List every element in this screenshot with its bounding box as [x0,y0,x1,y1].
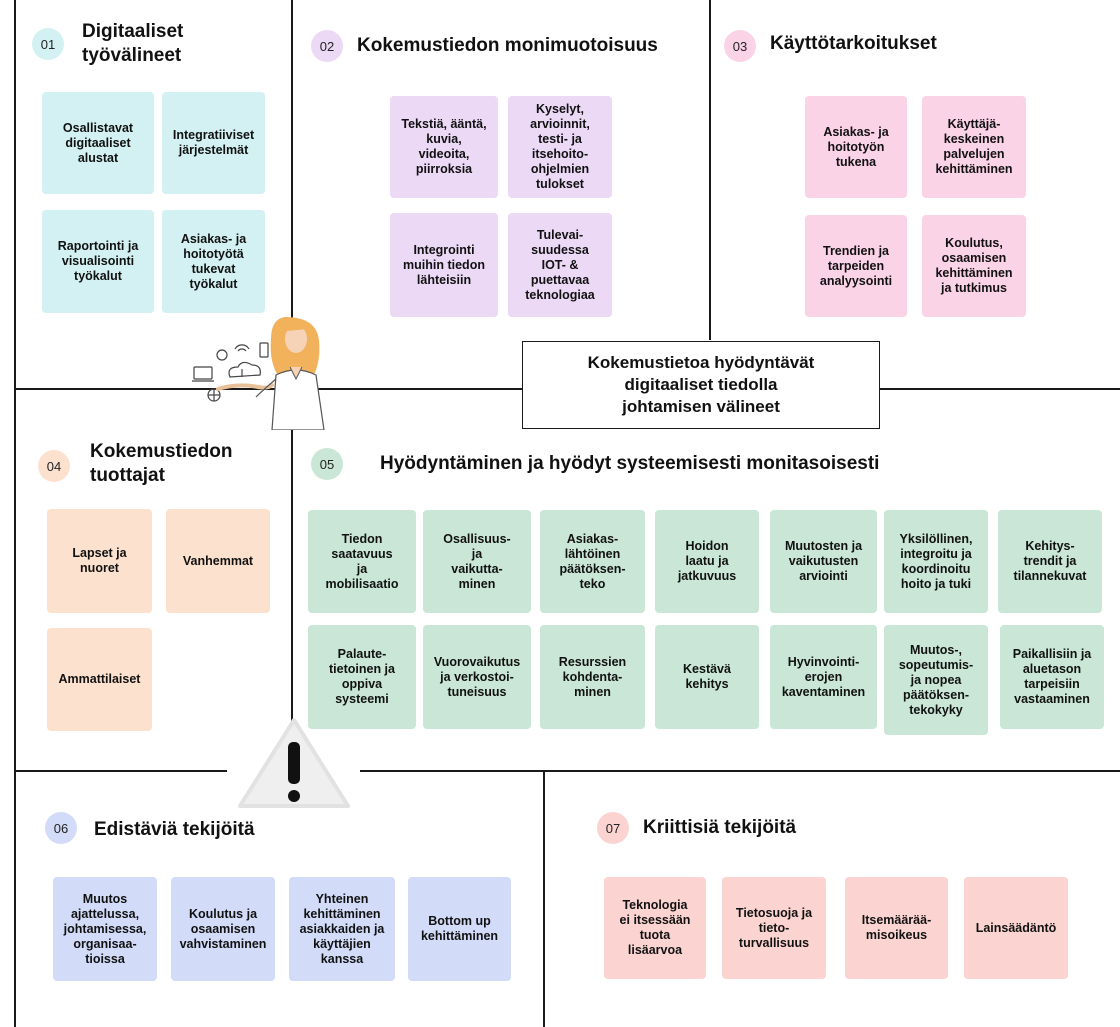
section-04-title: Kokemustiedon tuottajat [90,441,233,486]
section-02-card: Tekstiä, ääntä, kuvia, videoita, piirrok… [390,96,498,198]
section-03-card: Asiakas- ja hoitotyön tukena [805,96,907,198]
section-06-card: Bottom up kehittäminen [408,877,511,981]
section-02-title: Kokemustiedon monimuotoisuus [357,35,658,56]
section-03-card: Käyttäjä- keskeinen palvelujen kehittämi… [922,96,1026,198]
divider-h-bottom-left [15,770,227,772]
section-07-title: Kriittisiä tekijöitä [643,817,797,838]
divider-v-left-edge [14,0,16,1027]
section-01-badge: 01 [32,28,64,60]
section-05-card: Yksilöllinen, integroitu ja koordinoitu … [884,510,988,613]
section-01-card: Asiakas- ja hoitotyötä tukevat työkalut [162,210,265,313]
divider-v-bottom [543,770,545,1027]
section-05-card: Hyvinvointi- erojen kaventaminen [770,625,877,729]
section-05-card: Kestävä kehitys [655,625,759,729]
section-07-card: Tietosuoja ja tieto- turvallisuus [722,877,826,979]
center-callout-title: Kokemustietoa hyödyntävät digitaaliset t… [522,341,880,429]
section-07-card: Lainsäädäntö [964,877,1068,979]
section-05-card: Asiakas- lähtöinen päätöksen- teko [540,510,645,613]
section-06-card: Yhteinen kehittäminen asiakkaiden ja käy… [289,877,395,981]
section-03-card: Trendien ja tarpeiden analyysointi [805,215,907,317]
section-02-card: Tulevai- suudessa IOT- & puettavaa tekno… [508,213,612,317]
section-05-card: Vuorovaikutus ja verkostoi- tuneisuus [423,625,531,729]
section-01-card: Integratiiviset järjestelmät [162,92,265,194]
section-04-badge: 04 [38,450,70,482]
section-05-card: Muutos-, sopeutumis- ja nopea päätöksen-… [884,625,988,735]
section-02-card: Integrointi muihin tiedon lähteisiin [390,213,498,317]
section-07-badge: 07 [597,812,629,844]
section-06-title: Edistäviä tekijöitä [94,819,255,840]
section-05-card: Palaute- tietoinen ja oppiva systeemi [308,625,416,729]
section-07-card: Itsemäärää- misoikeus [845,877,948,979]
warning-icon [238,718,350,808]
section-01-title: Digitaaliset työvälineet [82,21,184,66]
section-04-card: Vanhemmat [166,509,270,613]
woman-presenting-illustration [192,317,325,430]
section-05-card: Resurssien kohdenta- minen [540,625,645,729]
section-05-title: Hyödyntäminen ja hyödyt systeemisesti mo… [380,453,880,474]
divider-v-top-right [709,0,711,340]
section-05-card: Hoidon laatu ja jatkuvuus [655,510,759,613]
section-05-card: Paikallisiin ja aluetason tarpeisiin vas… [1000,625,1104,729]
section-02-badge: 02 [311,30,343,62]
section-07-card: Teknologia ei itsessään tuota lisäarvoa [604,877,706,979]
section-05-badge: 05 [311,448,343,480]
section-03-badge: 03 [724,30,756,62]
section-05-card: Osallisuus- ja vaikutta- minen [423,510,531,613]
section-05-card: Tiedon saatavuus ja mobilisaatio [308,510,416,613]
divider-h-bottom-right [360,770,1120,772]
section-03-card: Koulutus, osaamisen kehittäminen ja tutk… [922,215,1026,317]
section-05-card: Kehitys- trendit ja tilannekuvat [998,510,1102,613]
section-04-card: Ammattilaiset [47,628,152,731]
section-05-card: Muutosten ja vaikutusten arviointi [770,510,877,613]
section-03-title: Käyttötarkoitukset [770,33,937,54]
section-01-card: Raportointi ja visualisointi työkalut [42,210,154,313]
section-04-card: Lapset ja nuoret [47,509,152,613]
section-02-card: Kyselyt, arvioinnit, testi- ja itsehoito… [508,96,612,198]
section-06-card: Koulutus ja osaamisen vahvistaminen [171,877,275,981]
section-06-badge: 06 [45,812,77,844]
section-01-card: Osallistavat digitaaliset alustat [42,92,154,194]
section-06-card: Muutos ajattelussa, johtamisessa, organi… [53,877,157,981]
